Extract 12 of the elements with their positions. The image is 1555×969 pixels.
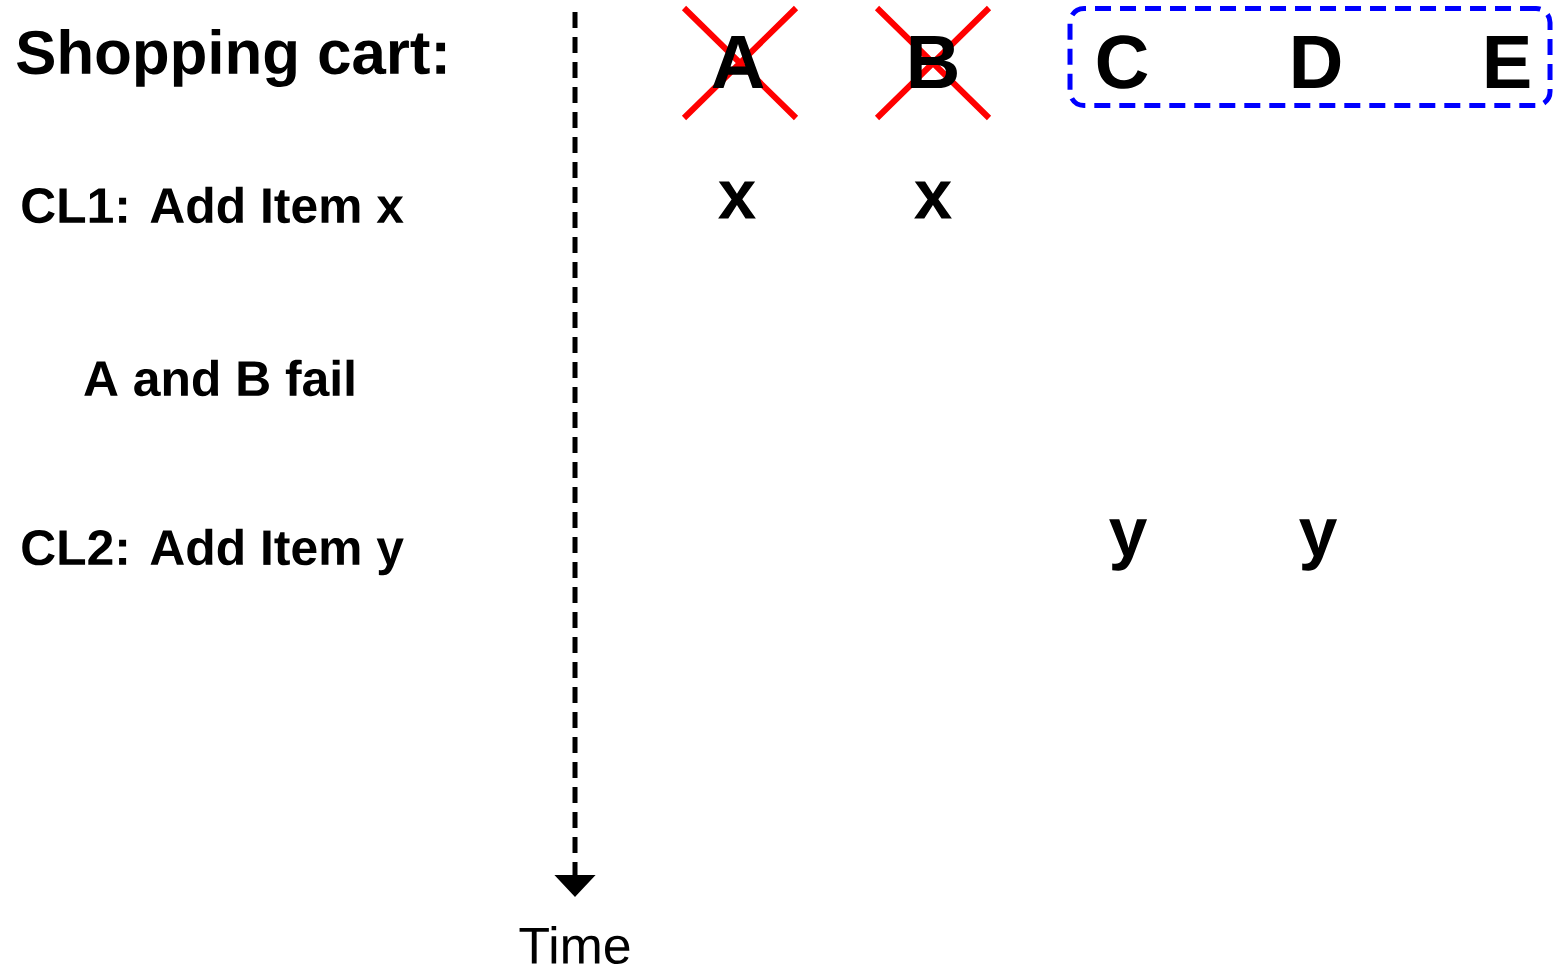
item-mark: y: [1299, 519, 1338, 571]
replica-letter: C: [1097, 35, 1148, 89]
row-label: CL1: Add Item x: [22, 186, 404, 224]
heading: Shopping cart:: [17, 29, 446, 87]
item-mark: x: [718, 181, 756, 219]
item-mark: y: [1109, 519, 1148, 571]
row-label: CL2: Add Item y: [22, 528, 404, 576]
row-label: A and B fail: [84, 359, 354, 397]
item-mark: x: [914, 181, 952, 219]
replica-letter: D: [1293, 35, 1341, 89]
axis-label: Time: [519, 925, 630, 964]
replica-letter: E: [1486, 35, 1530, 89]
